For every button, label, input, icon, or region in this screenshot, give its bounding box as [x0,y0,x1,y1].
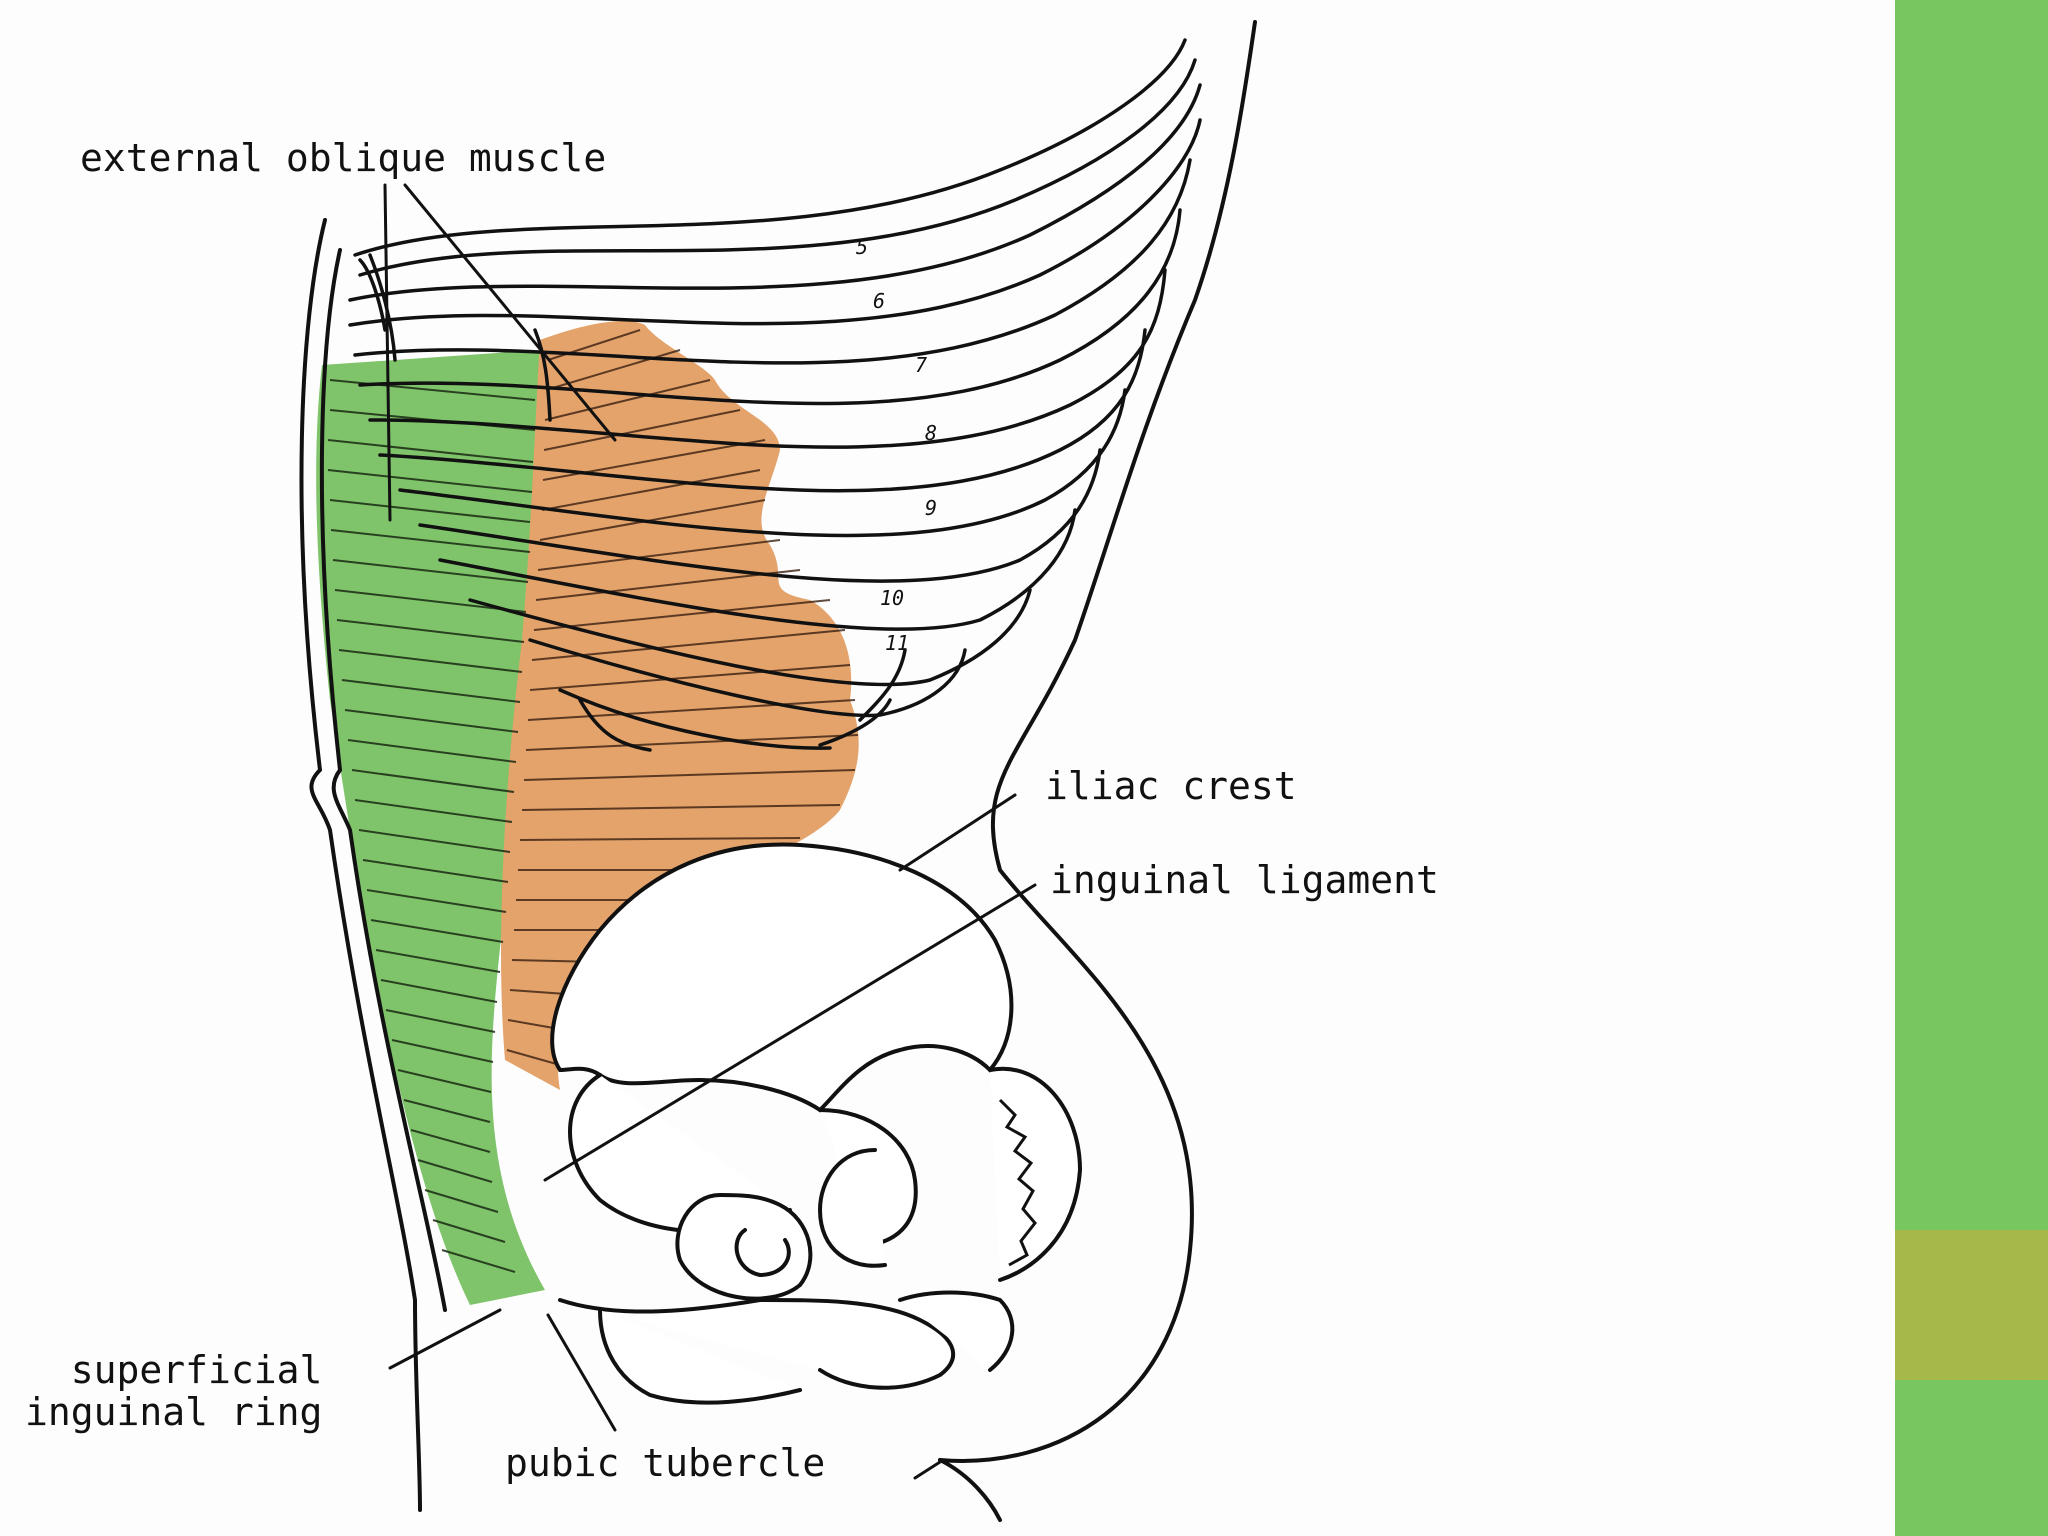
ribs [348,38,1202,752]
rib-number-9: 9 [925,496,937,520]
oblique-striations [506,329,859,1066]
rib-number-10: 10 [880,586,904,610]
pelvis [550,842,1083,1405]
label-superficial-inguinal-ring: superficial inguinal ring [25,1348,323,1434]
pelvis-jagged-edge [998,1098,1037,1267]
accent-band-green-top [1895,0,2048,1230]
leader-pubic-tubercle-tail [913,1460,942,1480]
leader-external-oblique-2 [403,183,617,442]
rectus-striations [327,379,536,1273]
leader-lines [383,183,1037,1480]
leader-iliac-crest [898,793,1017,872]
accent-band-olive [1895,1230,2048,1380]
rib-number-labels: 5 6 7 8 9 10 11 [856,235,937,655]
label-inguinal-ligament: inguinal ligament [1050,858,1439,902]
accent-band-green-bottom [1895,1380,2048,1536]
leader-superficial-ring [388,1308,502,1370]
rib-number-7: 7 [915,353,927,377]
body-outline [299,20,1257,1522]
label-iliac-crest: iliac crest [1045,764,1297,808]
rib-number-5: 5 [856,235,868,259]
rib-number-8: 8 [925,421,937,445]
leader-external-oblique-1 [383,183,392,522]
leader-pubic-tubercle [546,1313,617,1432]
leader-inguinal-ligament [543,883,1037,1182]
rib-number-6: 6 [873,289,885,313]
rectus-sheath-region [316,350,545,1305]
rib-number-11: 11 [885,631,909,655]
label-external-oblique-muscle: external oblique muscle [80,136,607,180]
label-pubic-tubercle: pubic tubercle [505,1441,826,1485]
